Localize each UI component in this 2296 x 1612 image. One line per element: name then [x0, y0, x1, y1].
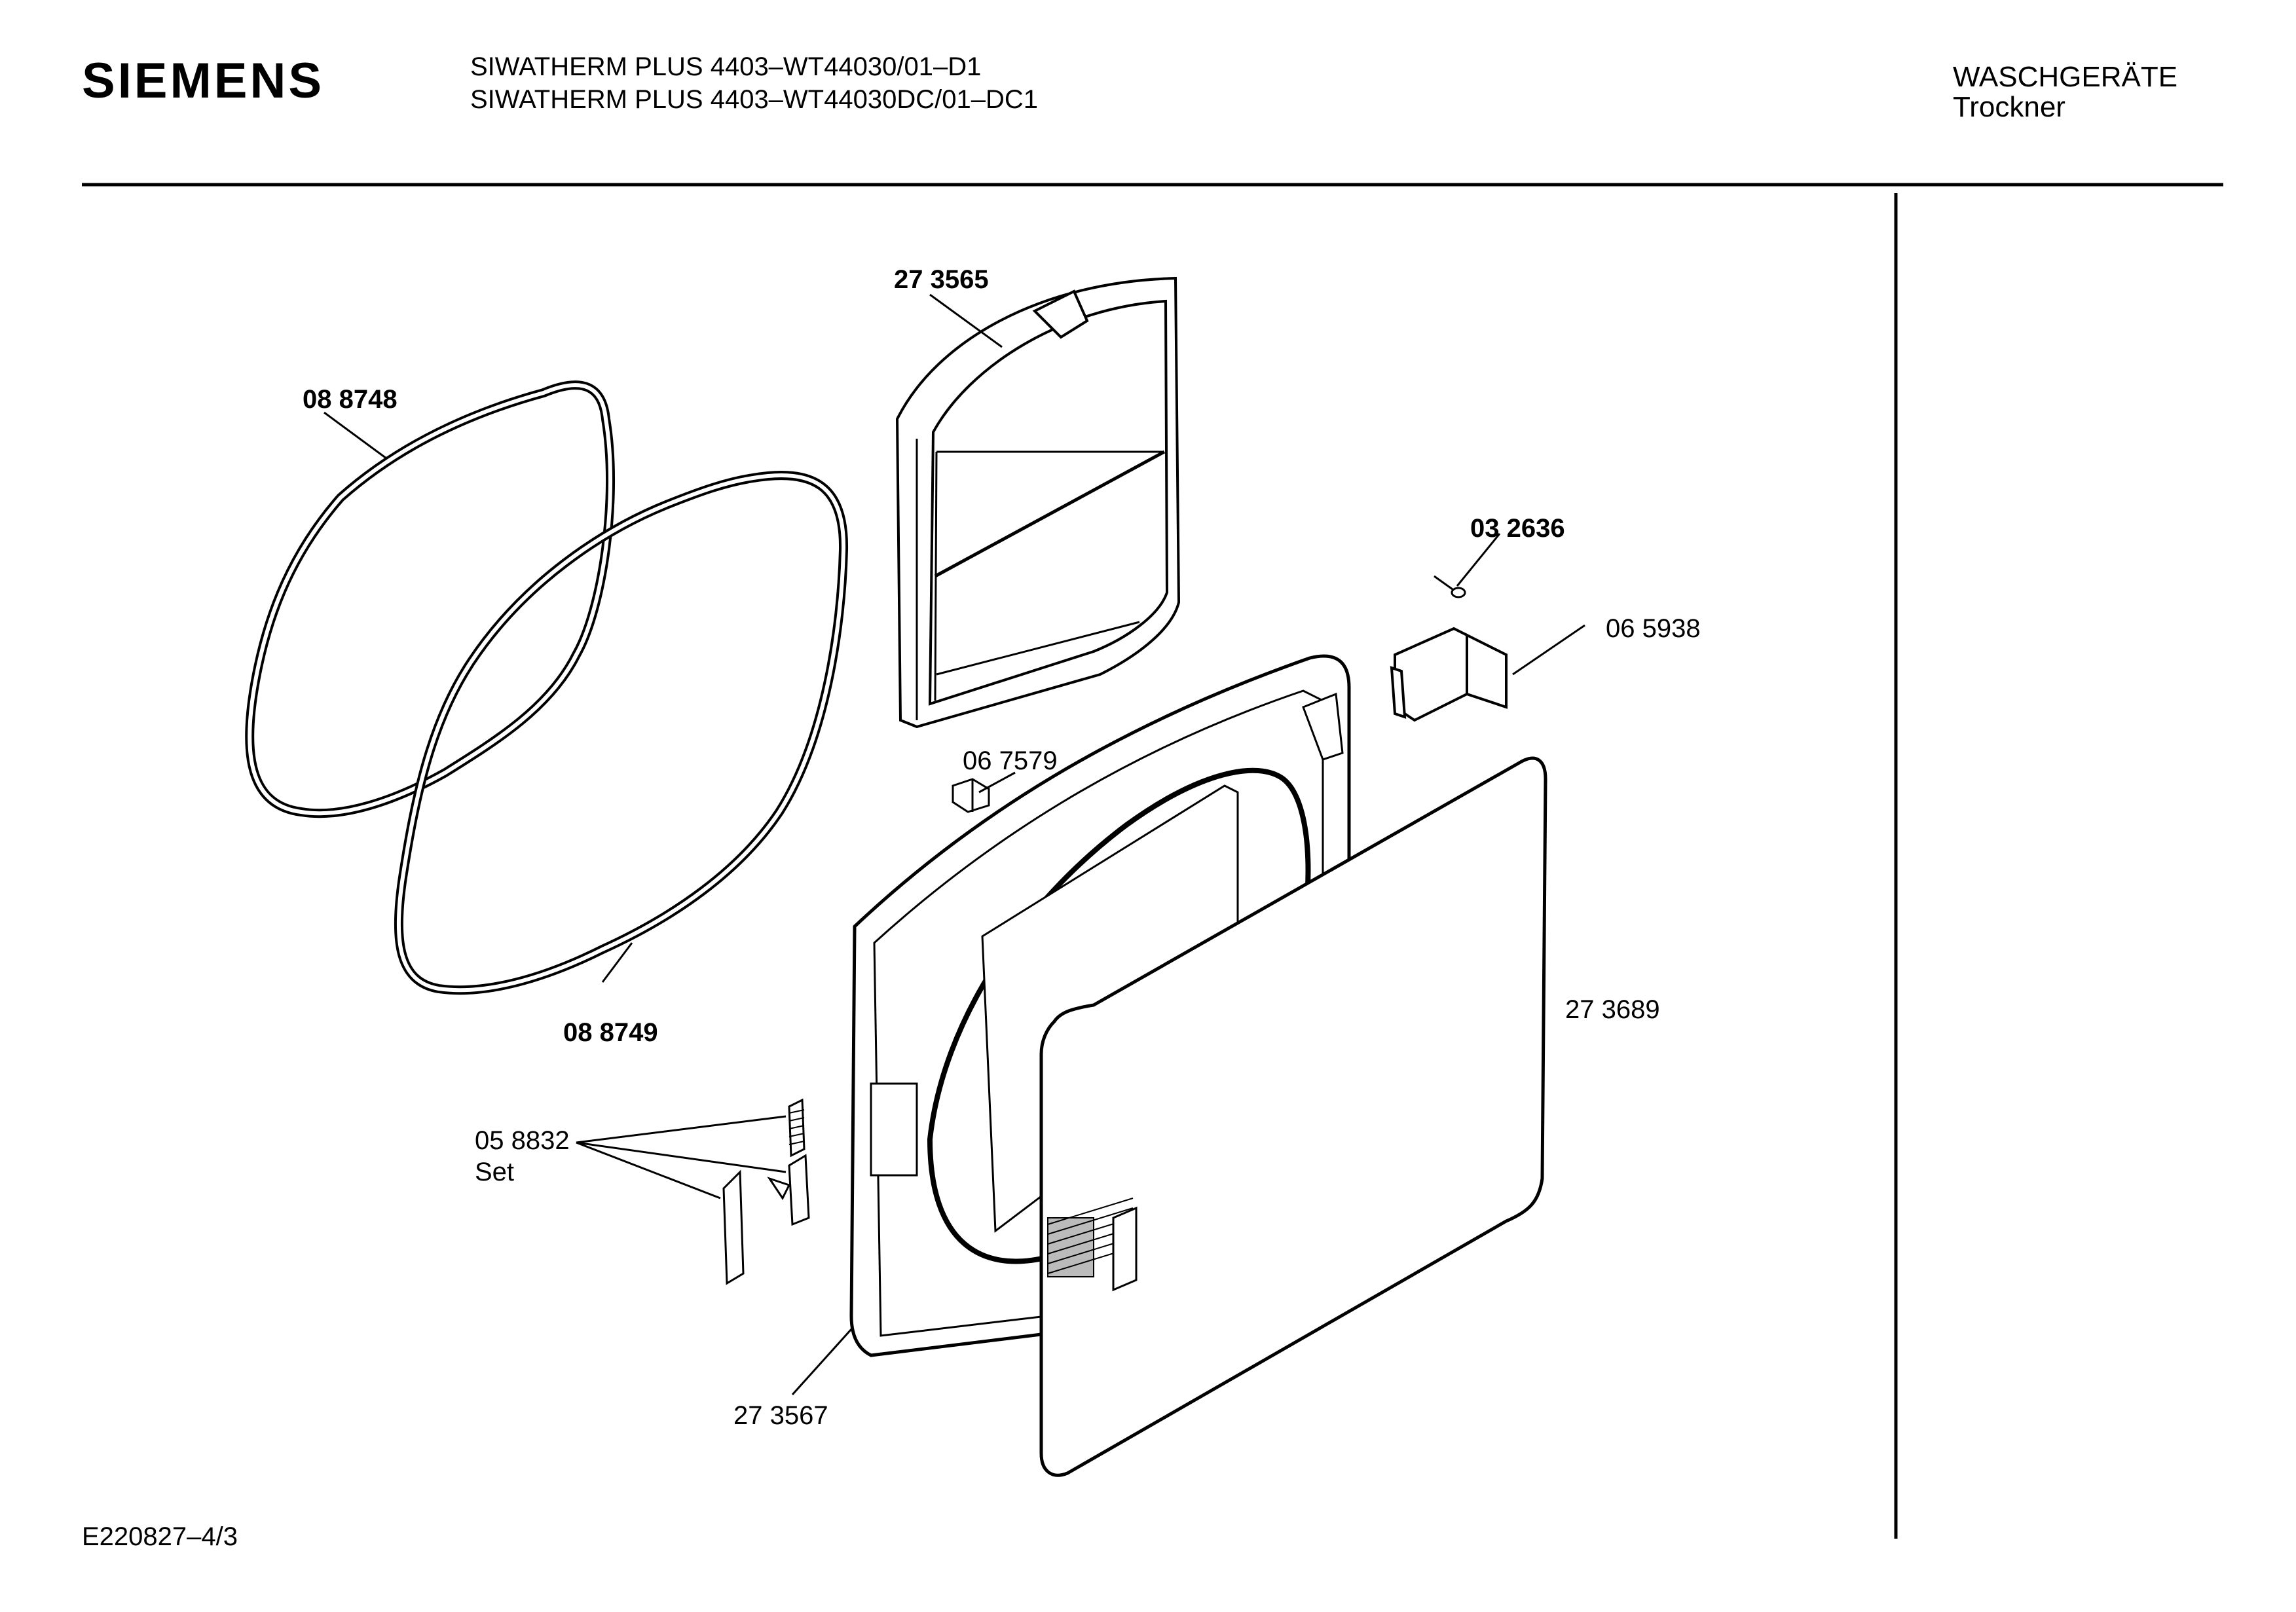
- model-line-2: SIWATHERM PLUS 4403–WT44030DC/01–DC1: [470, 85, 1038, 114]
- leader-lines: [324, 293, 1585, 1396]
- subcategory-label: Trockner: [1953, 91, 2065, 123]
- category-label: WASCHGERÄTE: [1953, 61, 2178, 93]
- door-panel-drawing: [1039, 756, 1547, 1477]
- part-label-hinge: 06 5938: [1606, 614, 1701, 643]
- part-label-door-frame: 27 3567: [733, 1401, 828, 1430]
- part-label-catch: 06 7579: [963, 746, 1058, 775]
- part-label-set-part: 05 8832: [475, 1126, 570, 1155]
- set-parts-drawing: [722, 1098, 810, 1285]
- hinge-drawing: [1390, 627, 1508, 722]
- model-line-1: SIWATHERM PLUS 4403–WT44030/01–D1: [470, 52, 982, 81]
- part-label-seal-inner: 08 8749: [563, 1018, 658, 1047]
- part-label-filter-frame: 27 3565: [894, 265, 989, 294]
- catch-drawing: [952, 778, 990, 813]
- part-label-set: Set: [475, 1158, 515, 1186]
- seal-outer-drawing: [245, 380, 616, 818]
- part-label-seal-outer: 08 8748: [303, 385, 398, 414]
- document-code: E220827–4/3: [82, 1522, 238, 1551]
- screw-drawing: [1434, 575, 1466, 598]
- brand-logo: SIEMENS: [82, 53, 325, 109]
- seal-inner-drawing: [394, 471, 849, 995]
- filter-frame-drawing: [895, 276, 1181, 729]
- part-label-door-panel: 27 3689: [1565, 995, 1660, 1024]
- part-label-screw: 03 2636: [1470, 514, 1565, 543]
